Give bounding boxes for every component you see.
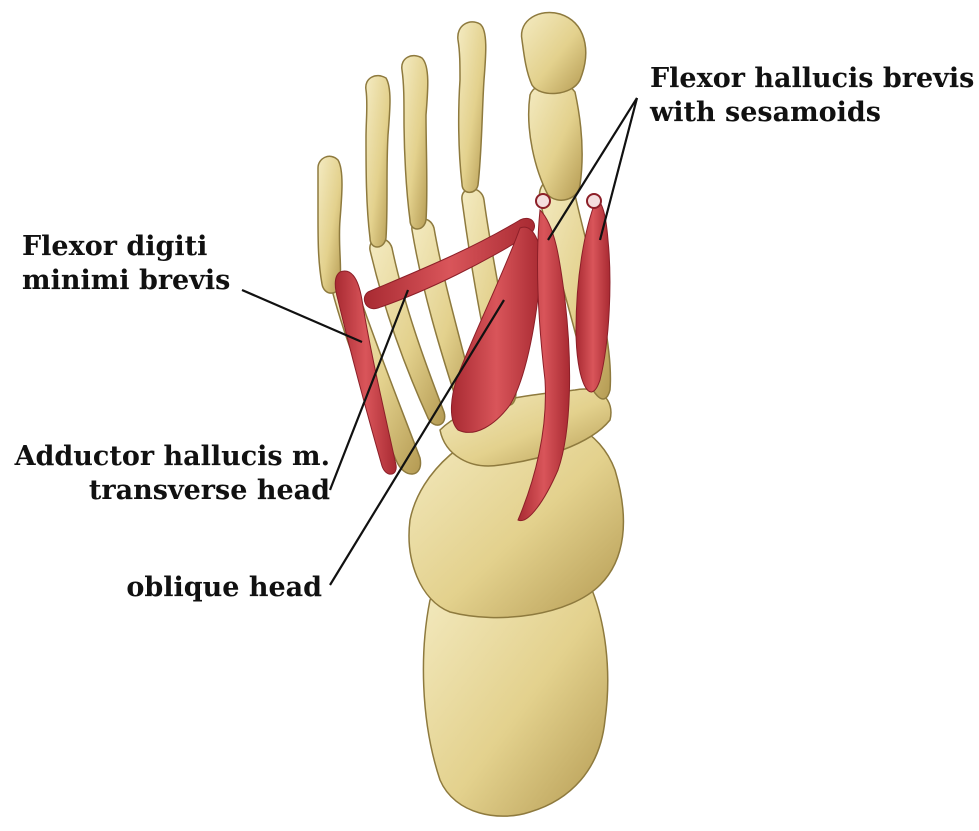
- toe-3-phalanges: [402, 56, 428, 229]
- label-adductor-line2: transverse head: [15, 474, 330, 508]
- label-adductor-line1: Adductor hallucis m.: [15, 440, 330, 474]
- label-adductor-hallucis: Adductor hallucis m. transverse head: [15, 440, 330, 508]
- toe-5-phalanges: [318, 156, 342, 293]
- label-fdmb-line1: Flexor digiti: [22, 230, 230, 264]
- great-toe-distal-phalanx: [522, 12, 586, 93]
- label-oblique-line1: oblique head: [126, 571, 322, 605]
- label-oblique-head: oblique head: [126, 571, 322, 605]
- medial-sesamoid: [536, 194, 550, 208]
- great-toe-proximal-phalanx: [529, 83, 582, 201]
- toe-4-phalanges: [366, 76, 390, 247]
- label-fdmb-line2: minimi brevis: [22, 264, 230, 298]
- label-fhb-line1: Flexor hallucis brevis: [650, 62, 974, 96]
- label-flexor-digiti-minimi-brevis: Flexor digiti minimi brevis: [22, 230, 230, 298]
- label-flexor-hallucis-brevis: Flexor hallucis brevis with sesamoids: [650, 62, 974, 130]
- toe-2-phalanges: [458, 22, 486, 193]
- label-fhb-line2: with sesamoids: [650, 96, 974, 130]
- leader-line-fhb-2: [600, 98, 637, 240]
- lateral-sesamoid: [587, 194, 601, 208]
